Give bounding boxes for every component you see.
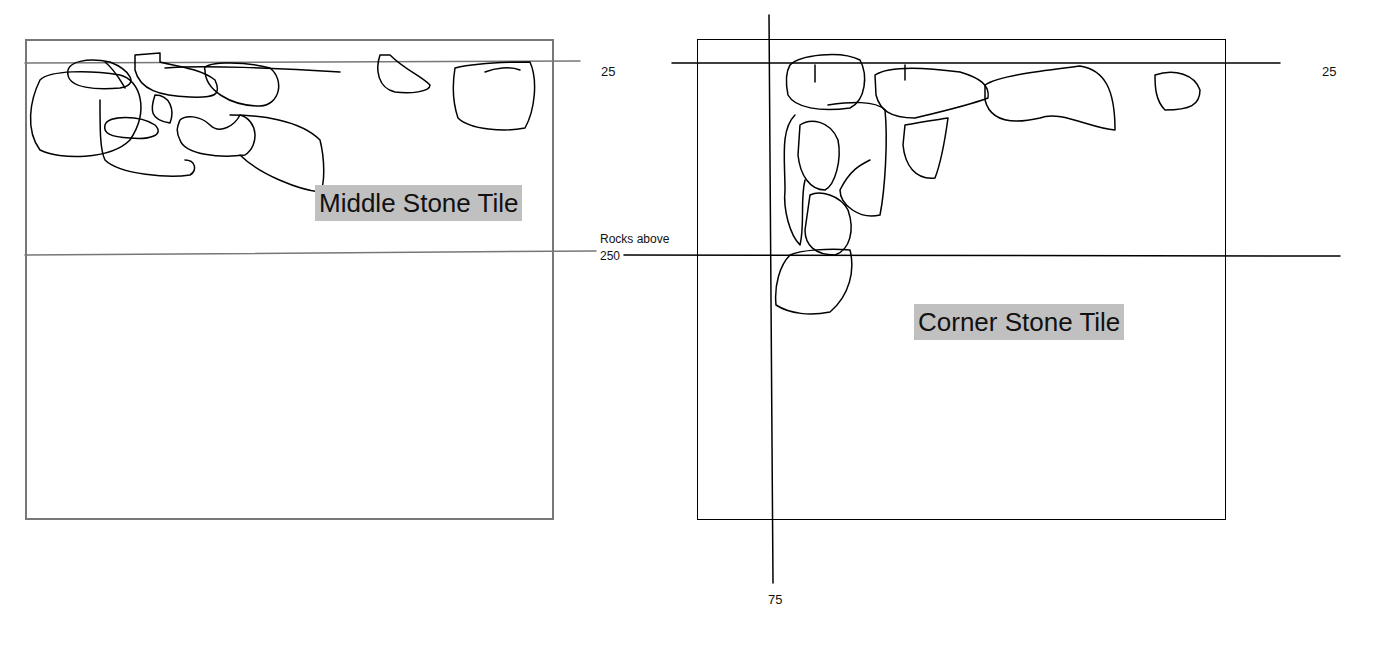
- guide-line: [769, 15, 773, 583]
- rock-outlines: [776, 55, 1200, 314]
- guide-line: [624, 255, 1340, 256]
- guide-line: [672, 62, 1280, 64]
- guide-line: [25, 251, 596, 255]
- dimension-label: Rocks above 250: [600, 231, 676, 265]
- dimension-label: 25: [1322, 63, 1336, 80]
- rock-outlines: [31, 53, 535, 192]
- stone-tile: Corner Stone Tile: [697, 39, 1226, 520]
- dimension-label: 75: [768, 591, 782, 608]
- stone-tile: Middle Stone Tile: [25, 39, 554, 520]
- tile-title: Corner Stone Tile: [914, 304, 1124, 340]
- dimension-label: 25: [601, 63, 615, 80]
- tile-title: Middle Stone Tile: [315, 185, 522, 221]
